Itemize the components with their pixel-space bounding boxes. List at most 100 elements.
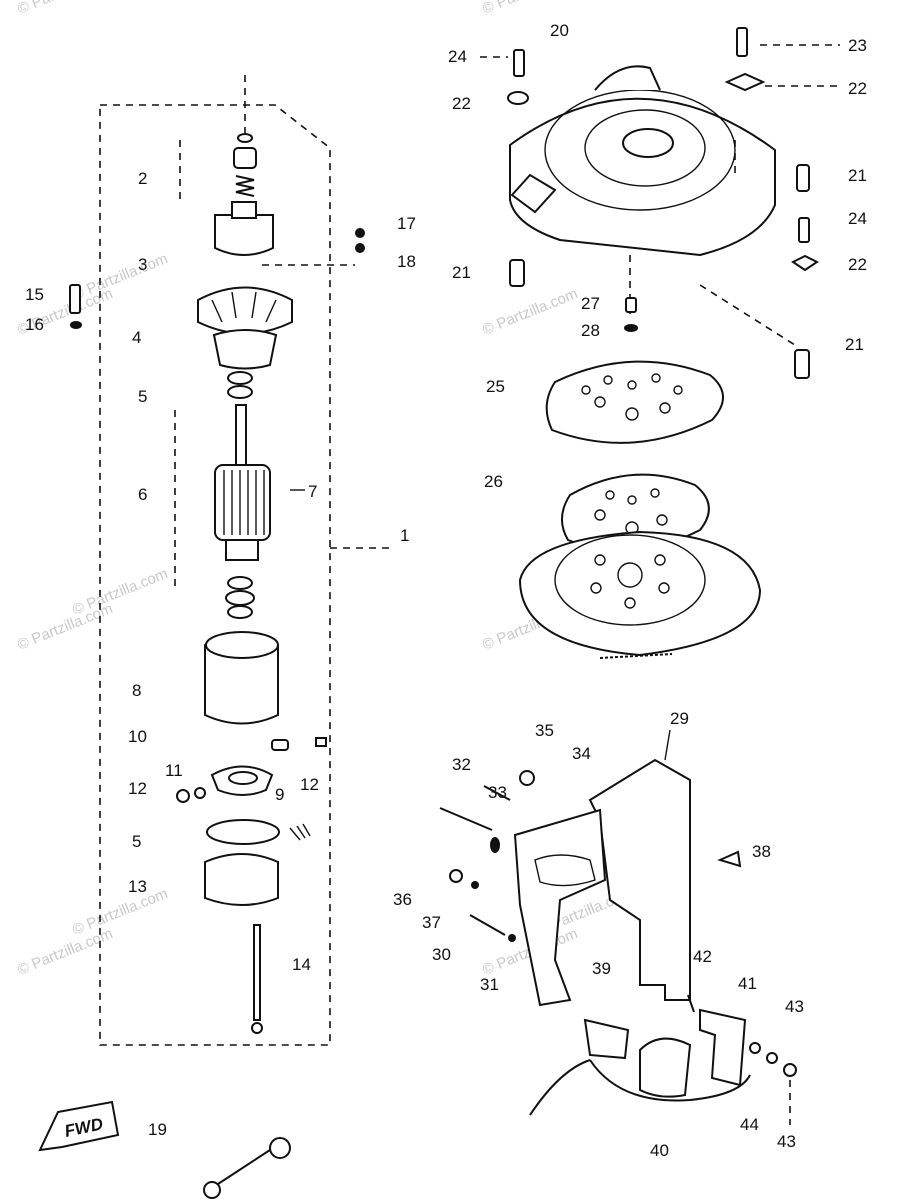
callout-8: 8 [132,681,141,700]
washer-22 [791,254,819,272]
base-assembly [439,729,797,1125]
thrust-washer [227,385,253,399]
callout-24: 24 [848,209,867,228]
callout-27: 27 [581,294,600,313]
callout-23: 23 [848,36,867,55]
screw-36 [449,869,463,883]
washer-22 [724,72,766,92]
callout-42: 42 [693,947,712,966]
nut-35 [519,770,535,786]
callout-22: 22 [848,255,867,274]
screw [194,787,206,799]
plate-26-holes [594,488,668,535]
callout-11: 11 [165,761,183,780]
assembly-boundary [99,104,331,1046]
leader-21 [699,284,796,346]
commutator [225,539,259,561]
callout-14: 14 [292,955,311,974]
front-bracket [197,286,293,335]
callout-21: 21 [848,166,867,185]
brush [271,739,289,751]
callout-32: 32 [452,755,471,774]
callout-5: 5 [132,832,141,851]
callout-33: 33 [488,783,507,802]
pulser-40 [639,1037,692,1098]
bolt-head [251,1022,263,1034]
callout-29: 29 [670,709,689,728]
callout-4: 4 [132,328,141,347]
fwd-arrow-icon [38,1100,120,1152]
callout-labels: 1 2 3 4 5 5 6 7 8 9 10 11 12 12 13 14 15… [25,21,867,1160]
callout-22: 22 [452,94,471,113]
bolt-30 [469,914,506,936]
callout-41: 41 [738,974,757,993]
flywheel-teeth [599,653,673,659]
watermark: © Partzilla.com [70,885,170,939]
flywheel-cover [509,97,776,257]
callout-37: 37 [422,913,441,932]
armature-shaft [235,404,247,466]
callout-21: 21 [845,335,864,354]
cable-19 [203,1137,291,1199]
callout-10: 10 [128,727,147,746]
fwd-badge: FWD [38,1100,120,1152]
callout-35: 35 [535,721,554,740]
washer-28 [624,324,638,332]
washer-18 [355,243,365,253]
nut-43 [783,1063,797,1077]
bracket-ribs [211,291,277,323]
callout-9: 9 [275,785,284,804]
callout-3: 3 [138,255,147,274]
watermark: © Partzilla.com [70,565,170,619]
callout-28: 28 [581,321,600,340]
watermark: © Partzilla.com [15,0,115,18]
callout-31: 31 [480,975,499,994]
watermark: © Partzilla.com [480,285,580,339]
thrust-washer [227,371,253,385]
callout-16: 16 [25,315,44,334]
starter-motor-assembly [69,75,395,1046]
flywheel [518,530,762,657]
washer-43 [749,1042,761,1054]
callout-2: 2 [138,169,147,188]
callout-40: 40 [650,1141,669,1160]
washer [227,576,253,590]
plate-25 [545,360,724,444]
callout-5: 5 [138,387,147,406]
armature-core [214,464,271,541]
washer-31 [508,934,516,942]
bolt-34 [483,785,511,801]
pinion-drive [214,214,274,256]
callout-26: 26 [484,472,503,491]
collar-21 [509,259,525,287]
clip-38 [717,850,742,868]
callout-12: 12 [300,775,319,794]
callout-25: 25 [486,377,505,396]
bolt-24 [798,217,810,243]
screw-12 [176,789,190,803]
pin-42 [687,994,695,1013]
brush-holder-hole [228,771,258,785]
callout-38: 38 [752,842,771,861]
wire-39 [529,1059,591,1116]
nut-17 [355,228,365,238]
flywheel-holes [590,554,670,609]
cover-41 [699,1008,747,1087]
watermark: © Partzilla.com [480,0,580,18]
callout-30: 30 [432,945,451,964]
washer-37 [471,881,479,889]
pinion-gear [231,201,257,219]
flywheel-inner [554,534,706,626]
stop-ring [233,147,257,169]
plate-26 [561,473,710,552]
grommet-22 [507,91,529,105]
coil-39 [583,1018,630,1060]
spring-33 [490,837,500,853]
bolt-32 [439,807,493,831]
leader-29 [664,729,671,761]
callout-17: 17 [397,214,416,233]
washer [237,133,253,143]
arm-30-saddle [534,854,596,887]
bolt-27 [625,297,637,313]
